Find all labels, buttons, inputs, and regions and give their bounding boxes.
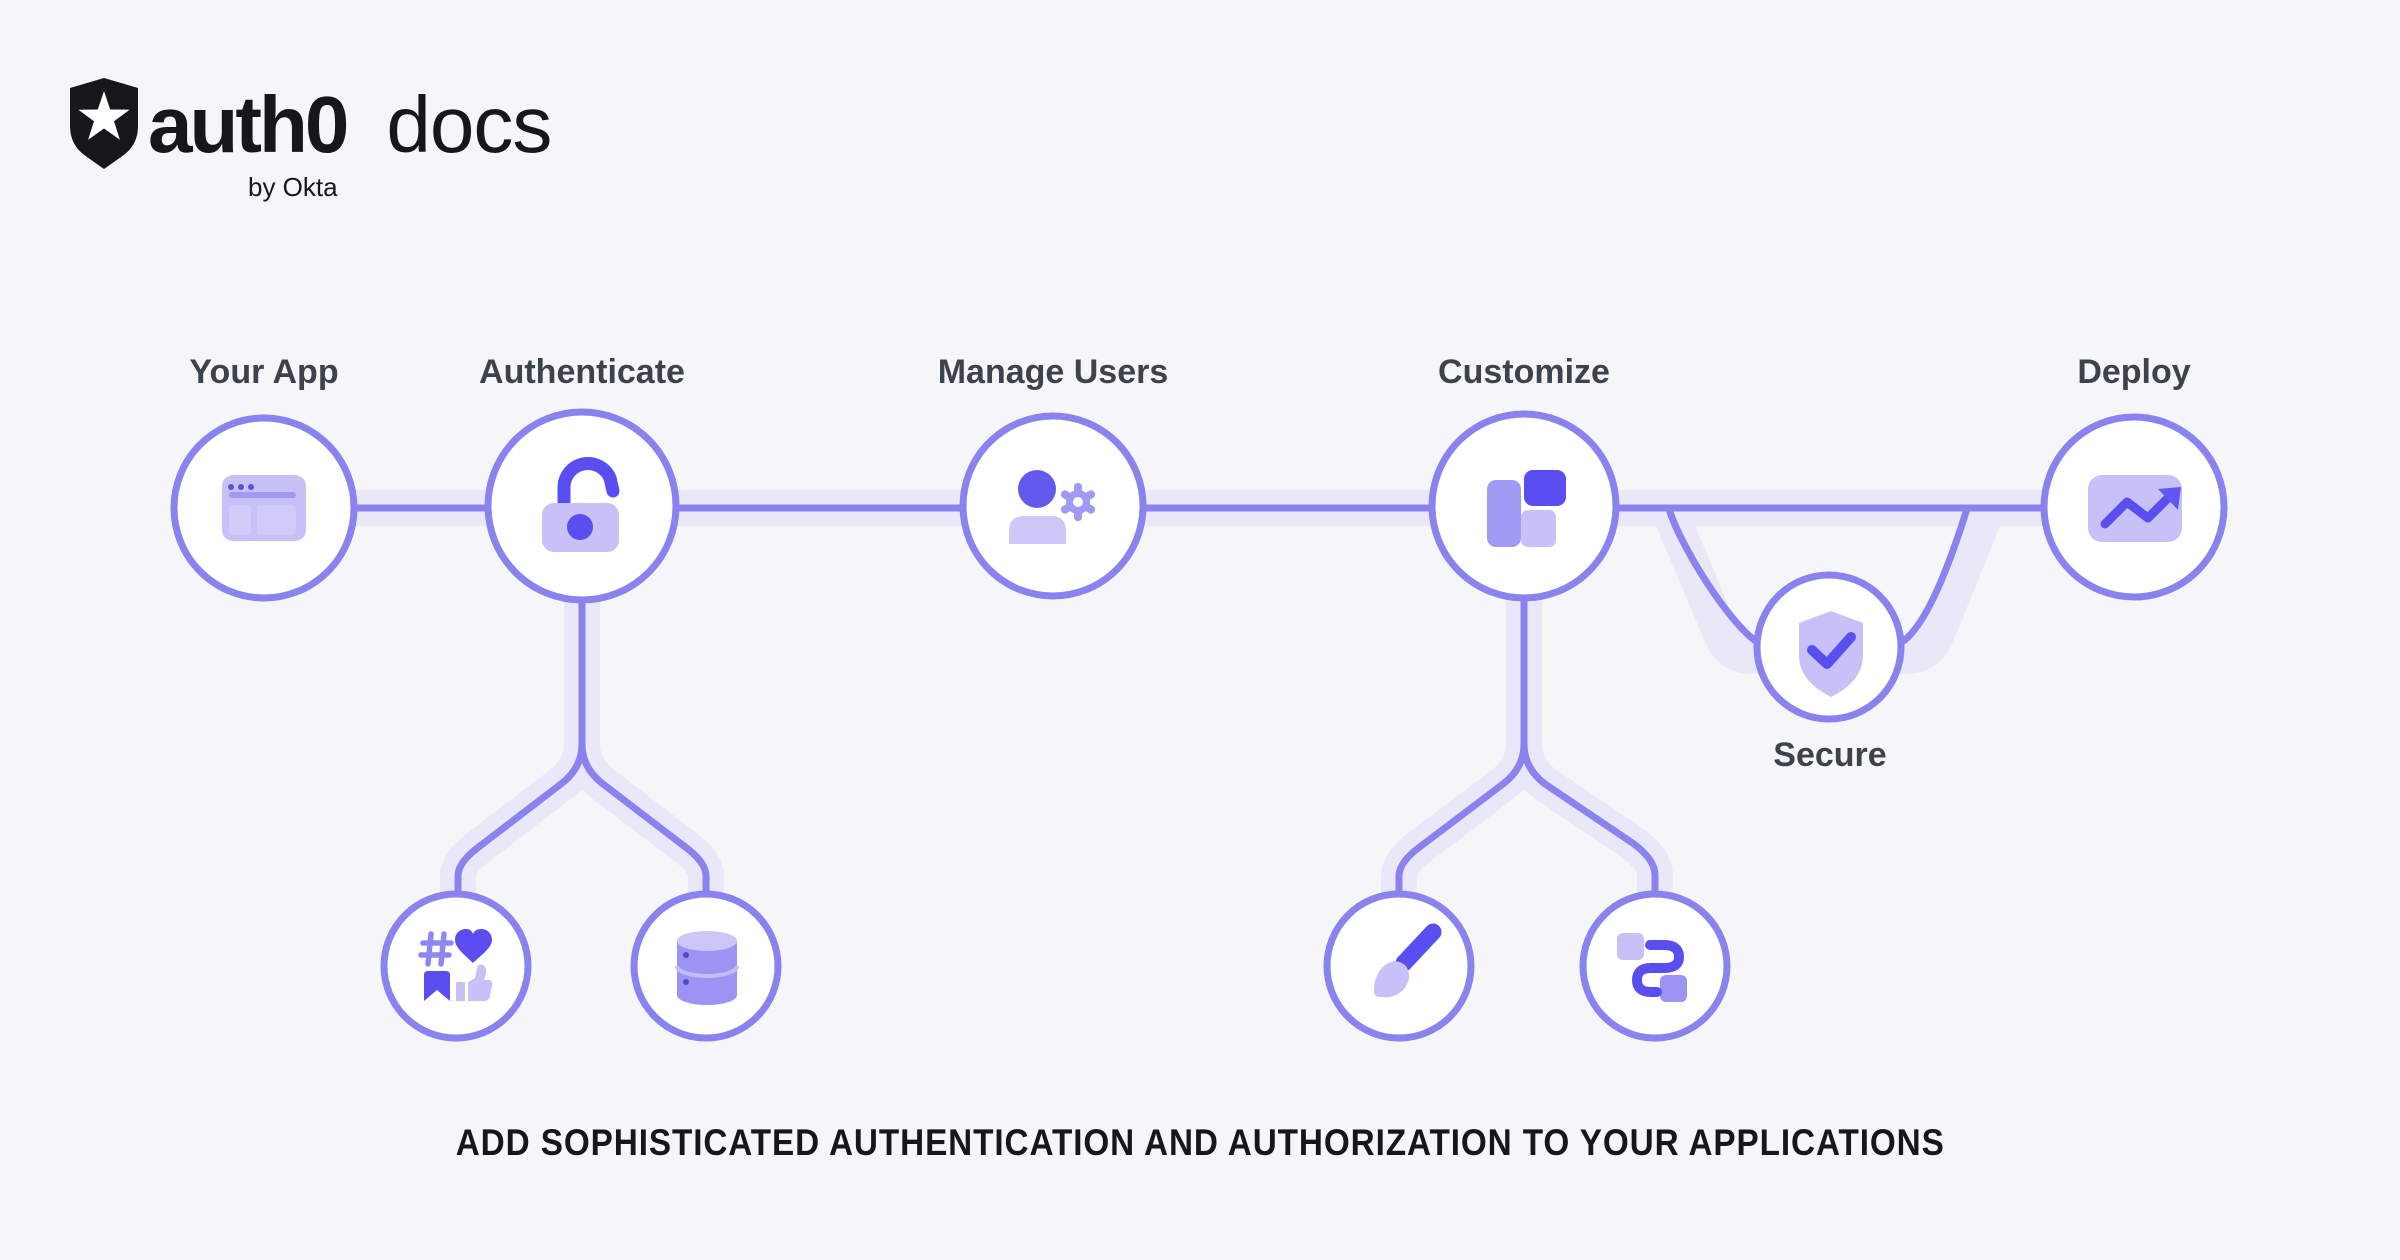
auth0-docs-logo[interactable]: auth0 docs by Okta xyxy=(70,78,552,202)
workflow-icon xyxy=(1617,933,1687,1002)
trend-up-chart-icon xyxy=(2088,475,2182,542)
heart-icon xyxy=(455,929,492,963)
hero-tagline-text: ADD SOPHISTICATED AUTHENTICATION AND AUT… xyxy=(455,1122,1945,1163)
node-label-your-app: Your App xyxy=(189,353,339,391)
node-label-authenticate: Authenticate xyxy=(479,353,685,391)
logo-byline-text: by Okta xyxy=(248,172,338,202)
node-label-customize: Customize xyxy=(1438,353,1610,391)
hero-tagline: ADD SOPHISTICATED AUTHENTICATION AND AUT… xyxy=(0,1122,2400,1164)
node-circle-customize[interactable] xyxy=(1428,410,1620,602)
node-label-manage-users: Manage Users xyxy=(937,353,1169,391)
customize-branch-halo-right xyxy=(1506,598,1673,895)
authenticate-branch-line-left xyxy=(454,594,586,899)
authenticate-branch-line-right xyxy=(578,594,710,899)
node-label-deploy: Deploy xyxy=(2077,353,2191,391)
logo-brand-text: auth0 xyxy=(148,80,349,169)
node-circle-manage-users[interactable] xyxy=(959,412,1147,600)
customize-branch-line-left xyxy=(1395,594,1528,899)
browser-window-icon xyxy=(222,475,306,541)
open-padlock-icon xyxy=(542,457,620,552)
hashtag-icon xyxy=(418,931,454,967)
thumbs-up-icon xyxy=(456,964,493,1001)
social-engagement-icon xyxy=(418,929,493,1001)
gear-icon xyxy=(1060,483,1096,521)
secure-detour-line-right xyxy=(1898,508,1970,646)
node-circle-social-connections[interactable] xyxy=(380,890,532,1042)
user-gear-icon xyxy=(1009,470,1096,544)
database-icon xyxy=(675,931,739,1005)
shield-check-icon xyxy=(1799,611,1863,697)
bookmark-icon xyxy=(424,971,450,1001)
paintbrush-icon xyxy=(1374,923,1442,998)
logo-product-text: docs xyxy=(386,80,552,169)
auth0-shield-icon xyxy=(70,78,138,169)
customize-branch-line-right xyxy=(1520,594,1659,899)
node-circles xyxy=(170,408,2228,1042)
secure-detour-line-left xyxy=(1666,508,1761,646)
layout-blocks-icon xyxy=(1487,470,1566,547)
connector-wires xyxy=(260,504,2138,899)
node-label-secure: Secure xyxy=(1773,736,1887,774)
